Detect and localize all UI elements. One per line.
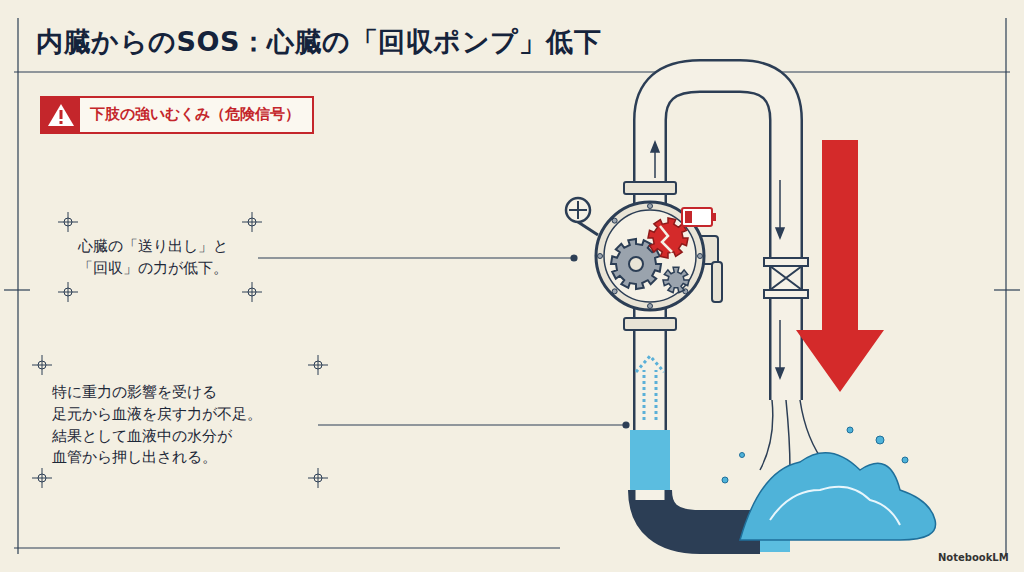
exclamation-mark <box>60 121 63 124</box>
valve <box>764 258 808 298</box>
gear-crack <box>660 226 672 252</box>
crosshair-marks <box>32 212 328 488</box>
leader-lines <box>258 255 629 428</box>
watermark: NotebookLM <box>938 552 1009 563</box>
bolt <box>698 254 703 259</box>
bolt <box>648 304 653 309</box>
warning-triangle <box>48 104 74 126</box>
callout-text: 特に重力の影響を受ける 足元から血液を戻す力が不足。 結果として血液中の水分が … <box>52 382 307 469</box>
gear-hub <box>629 257 643 271</box>
bolt <box>612 289 617 294</box>
callout-text: 心臓の「送り出し」と 「回収」の力が低下。 <box>78 236 283 280</box>
bolt <box>598 254 603 259</box>
bolt <box>612 218 617 223</box>
bolt <box>648 204 653 209</box>
warning-icon <box>42 98 80 132</box>
warning-triangle <box>42 98 80 132</box>
pump <box>566 198 722 310</box>
frame <box>4 18 1020 554</box>
small-gear <box>663 267 689 292</box>
exclamation-mark <box>60 110 63 119</box>
warning-badge: 下肢の強いむくみ（危険信号） <box>40 96 314 134</box>
water-splash <box>722 400 936 540</box>
downward-arrow <box>796 140 884 392</box>
weak-return-arrow <box>636 356 664 420</box>
title: 内臓からのSOS：心臓の「回収ポンプ」低下 <box>36 24 601 60</box>
warning-text: 下肢の強いむくみ（危険信号） <box>80 98 310 132</box>
